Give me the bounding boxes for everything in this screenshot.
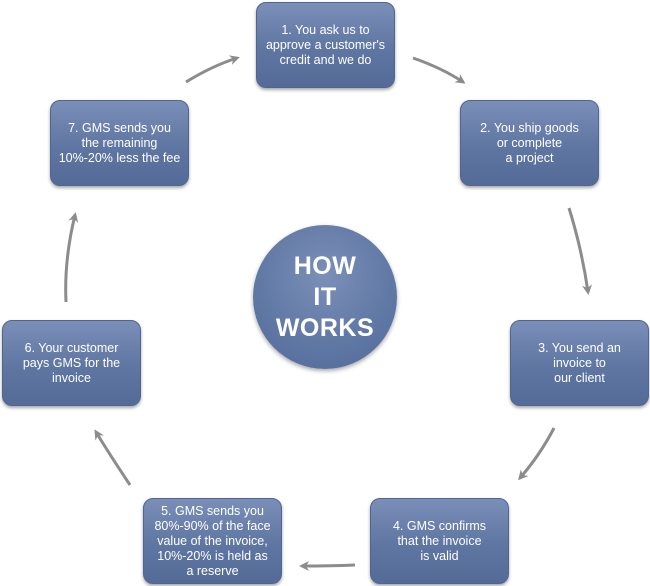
- arrow-2-to-3: [567, 207, 592, 295]
- arrow-4-to-5: [299, 560, 356, 571]
- step-1-box: 1. You ask us to approve a customer's cr…: [256, 2, 395, 88]
- step-7-box: 7. GMS sends you the remaining 10%-20% l…: [50, 100, 189, 186]
- center-label: HOW IT WORKS: [275, 251, 375, 342]
- arrow-1-to-2: [412, 56, 466, 84]
- step-2-text: 2. You ship goods or complete a project: [480, 120, 579, 165]
- how-it-works-circle: HOW IT WORKS: [253, 225, 397, 369]
- step-3-box: 3. You send an invoice to our client: [510, 320, 649, 406]
- step-1-text: 1. You ask us to approve a customer's cr…: [265, 22, 386, 67]
- arrow-3-to-4: [518, 427, 556, 481]
- arrow-7-to-1: [185, 55, 240, 84]
- step-7-text: 7. GMS sends you the remaining 10%-20% l…: [58, 120, 181, 165]
- step-6-box: 6. Your customer pays GMS for the invoic…: [2, 320, 141, 406]
- step-4-box: 4. GMS confirms that the invoice is vali…: [370, 498, 509, 584]
- arrow-5-to-6: [94, 429, 132, 486]
- step-3-text: 3. You send an invoice to our client: [538, 340, 621, 385]
- step-6-text: 6. Your customer pays GMS for the invoic…: [22, 340, 121, 385]
- step-4-text: 4. GMS confirms that the invoice is vali…: [392, 518, 487, 563]
- step-2-box: 2. You ship goods or complete a project: [460, 100, 599, 186]
- step-5-text: 5. GMS sends you 80%-90% of the face val…: [154, 503, 271, 578]
- step-5-box: 5. GMS sends you 80%-90% of the face val…: [143, 498, 282, 584]
- arrow-6-to-7: [64, 212, 79, 303]
